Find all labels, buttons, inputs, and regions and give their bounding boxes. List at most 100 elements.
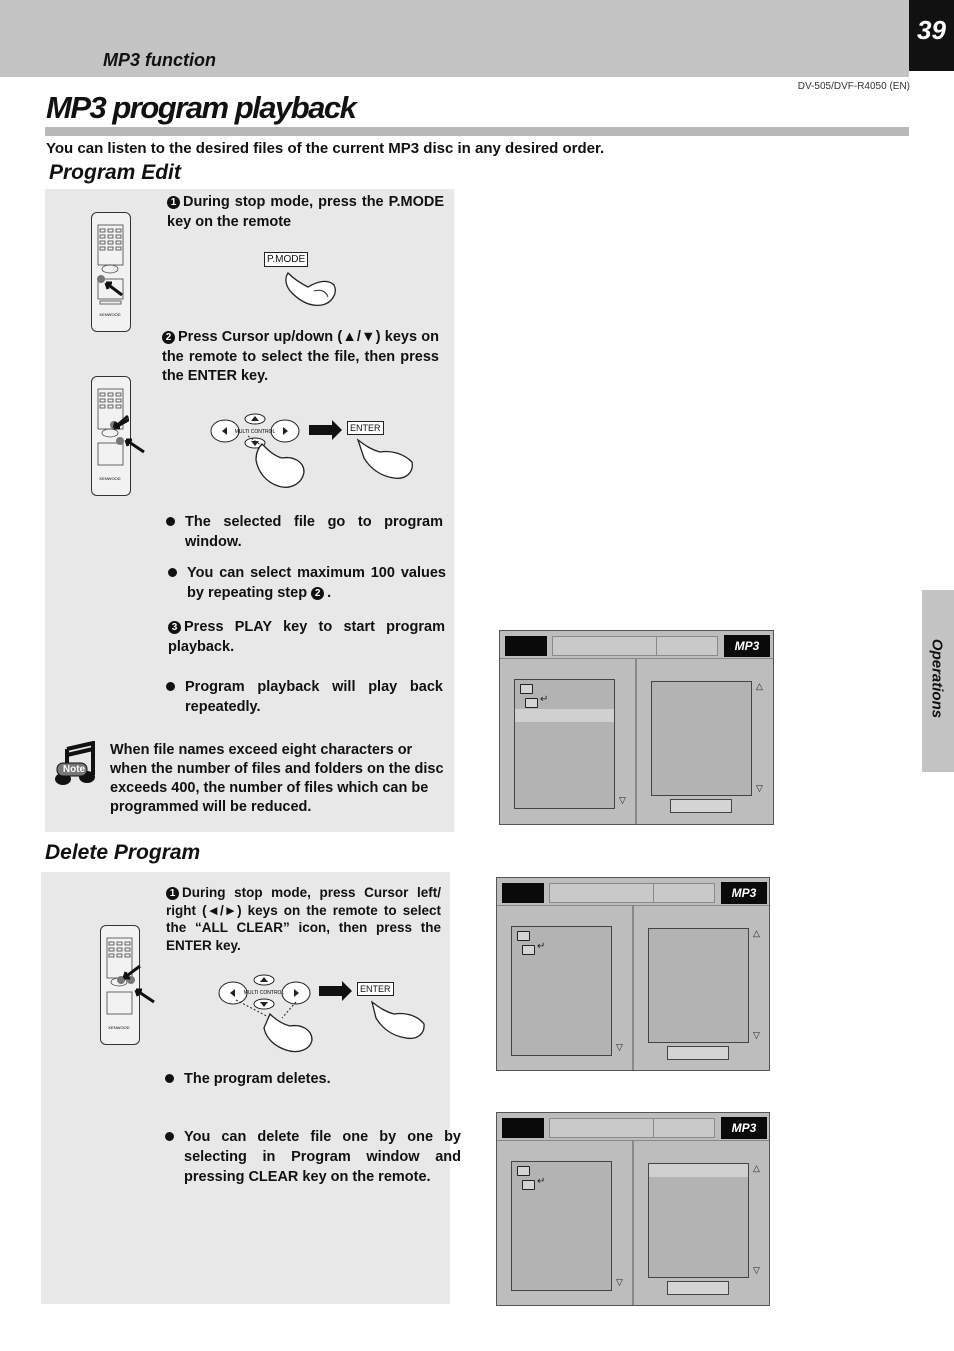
remote-control-illustration: KENWOOD: [100, 925, 140, 1045]
mp3-logo: MP3: [724, 635, 770, 657]
file-list-window[interactable]: ↵: [511, 1161, 612, 1291]
delete-program-bullet1-text: The program deletes.: [184, 1071, 331, 1087]
program-edit-bullet2-text: You can select maximum 100 values by rep…: [187, 565, 446, 601]
screen-divider: [497, 1140, 769, 1141]
program-edit-bullet3: Program playback will play back repeated…: [166, 677, 443, 717]
scroll-up-icon[interactable]: △: [753, 928, 760, 938]
mp3-screen-program-edit: MP3 ↵ ▽ △ ▽: [499, 630, 774, 825]
step-number-badge: 3: [168, 621, 181, 634]
all-clear-button[interactable]: [667, 1281, 729, 1295]
program-edit-bullet1-text: The selected file go to program window.: [185, 514, 443, 550]
screen-divider: [500, 658, 773, 659]
note-label: Note: [62, 764, 86, 775]
bullet-dot: [165, 1132, 174, 1141]
program-edit-bullet3-text: Program playback will play back repeated…: [185, 679, 443, 715]
remote-brand-label: KENWOOD: [108, 1025, 129, 1030]
remote-control-illustration: KENWOOD: [91, 376, 131, 496]
bullet-dot: [165, 1074, 174, 1083]
mp3-screen-delete-one: MP3 ↵ ▽ △ ▽: [496, 1112, 770, 1306]
delete-program-bullet2-text: You can delete file one by one by select…: [184, 1129, 461, 1185]
remote-buttons-graphic: KENWOOD: [97, 224, 124, 317]
folder-icon: [522, 1180, 535, 1190]
all-clear-button[interactable]: [667, 1046, 729, 1060]
remote-control-illustration: KENWOOD: [91, 212, 131, 332]
scroll-down-icon[interactable]: ▽: [616, 1277, 623, 1287]
note-text: When file names exceed eight characters …: [110, 742, 444, 815]
music-note-icon: [55, 740, 95, 785]
folder-icon: [520, 684, 533, 694]
screen-status-box: [502, 1118, 544, 1138]
bullet-dot: [166, 682, 175, 691]
remote-buttons-graphic: KENWOOD: [106, 937, 135, 1030]
delete-program-bullet2: You can delete file one by one by select…: [165, 1127, 461, 1187]
program-edit-step2-text: Press Cursor up/down (▲/▼) keys on the r…: [162, 329, 439, 384]
remote-brand-label: KENWOOD: [99, 312, 120, 317]
remote-brand-label: KENWOOD: [99, 476, 120, 481]
file-list-window[interactable]: ↵: [514, 679, 615, 809]
delete-program-heading: Delete Program: [45, 841, 201, 864]
scroll-up-icon[interactable]: △: [753, 1163, 760, 1173]
title-rule: [45, 127, 909, 136]
scroll-down-icon[interactable]: ▽: [756, 783, 763, 793]
program-edit-bullet2: You can select maximum 100 values by rep…: [168, 563, 446, 603]
enter-key: ENTER: [347, 421, 384, 435]
page-number: 39: [909, 0, 954, 71]
folder-icon: [517, 1166, 530, 1176]
scroll-down-icon[interactable]: ▽: [753, 1030, 760, 1040]
step-number-badge: 2: [162, 331, 175, 344]
pmode-key: P.MODE: [264, 252, 309, 267]
selected-program-row[interactable]: [649, 1164, 748, 1177]
step-ref-badge: 2: [311, 587, 325, 600]
all-clear-button[interactable]: [670, 799, 732, 813]
program-edit-heading: Program Edit: [49, 161, 181, 184]
scroll-down-icon[interactable]: ▽: [619, 795, 626, 805]
screen-status-box: [502, 883, 544, 903]
bullet-dot: [168, 568, 177, 577]
delete-program-step1-text: During stop mode, press Cursor left/ rig…: [166, 885, 441, 953]
program-window[interactable]: [648, 1163, 749, 1278]
scroll-down-icon[interactable]: ▽: [753, 1265, 760, 1275]
scroll-up-icon[interactable]: △: [756, 681, 763, 691]
pmode-key-illustration: P.MODE: [264, 251, 344, 311]
screen-info-bar: [549, 883, 715, 903]
selected-file-row[interactable]: [515, 709, 614, 722]
screen-info-bar: [549, 1118, 715, 1138]
folder-icon: [525, 698, 538, 708]
scroll-down-icon[interactable]: ▽: [616, 1042, 623, 1052]
mp3-logo: MP3: [721, 1117, 767, 1139]
multi-control-illustration: MULTI CONTROL ENTER: [208, 410, 420, 494]
program-window[interactable]: [651, 681, 752, 796]
note-icon: Note: [53, 740, 99, 787]
pointer-arrows-icon: [122, 964, 155, 1004]
hand-press-icon: [285, 271, 336, 307]
header-band: [0, 0, 909, 77]
screen-divider: [635, 659, 637, 824]
return-icon: ↵: [537, 941, 546, 952]
screen-info-bar: [552, 636, 718, 656]
step-number-badge: 1: [167, 196, 180, 209]
delete-program-bullet1: The program deletes.: [165, 1069, 442, 1089]
mp3-logo: MP3: [721, 882, 767, 904]
enter-key: ENTER: [357, 982, 394, 996]
program-window[interactable]: [648, 928, 749, 1043]
file-list-window[interactable]: ↵: [511, 926, 612, 1056]
return-icon: ↵: [537, 1176, 546, 1187]
screen-status-box: [505, 636, 547, 656]
return-icon: ↵: [540, 694, 549, 705]
bullet-dot: [166, 517, 175, 526]
page-title: MP3 program playback: [46, 90, 357, 125]
program-edit-step3-text: Press PLAY key to start program playback…: [168, 619, 445, 655]
screen-divider: [632, 906, 634, 1070]
step-number-badge: 1: [166, 887, 179, 900]
intro-text: You can listen to the desired files of t…: [46, 140, 605, 157]
multi-control-keys-graphic: MULTI CONTROL: [218, 974, 425, 1053]
screen-divider: [632, 1141, 634, 1305]
folder-icon: [522, 945, 535, 955]
multi-control-illustration: MULTI CONTROL ENTER: [216, 972, 428, 1056]
multi-control-label: MULTI CONTROL: [244, 990, 285, 996]
screen-divider: [497, 905, 769, 906]
